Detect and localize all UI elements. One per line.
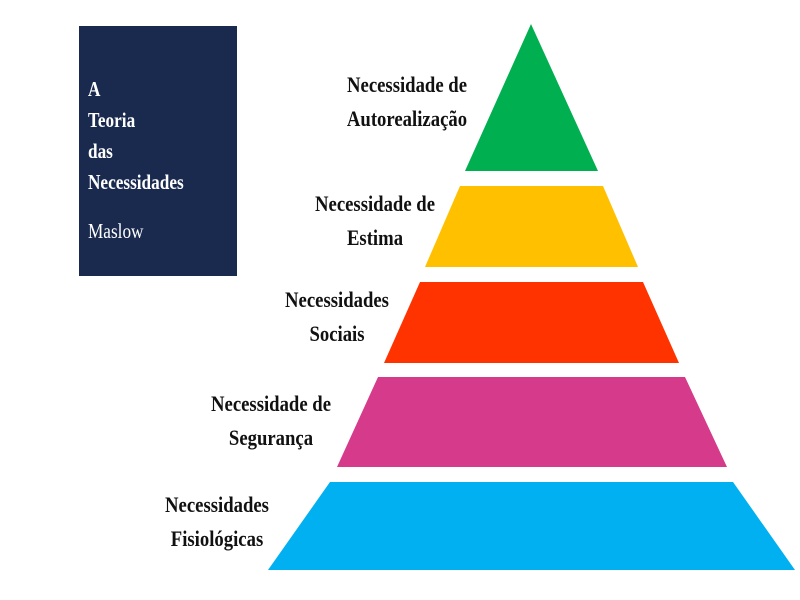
pyramid-level-physiological: [268, 482, 795, 570]
label-safety-line-2: Segurança: [228, 425, 314, 450]
title-subtitle: Maslow: [88, 219, 144, 243]
label-physiological-line-1: Necessidades: [165, 492, 269, 517]
label-safety-line-1: Necessidade de: [211, 391, 331, 416]
label-esteem-line-1: Necessidade de: [315, 191, 435, 216]
title-line-1: A: [88, 77, 101, 101]
label-physiological-line-2: Fisiológicas: [170, 526, 264, 551]
title-line-3: das: [88, 139, 113, 163]
title-line-4: Necessidades: [88, 170, 184, 194]
label-social: Necessidades Sociais: [217, 283, 457, 351]
pyramid-level-self-actualization: [465, 24, 598, 171]
pyramid-level-esteem: [425, 186, 638, 267]
pyramid-level-social: [384, 282, 679, 363]
label-esteem: Necessidade de Estima: [255, 187, 495, 255]
label-social-line-1: Necessidades: [285, 287, 389, 312]
label-physiological: Necessidades Fisiológicas: [97, 488, 337, 556]
label-esteem-line-2: Estima: [346, 225, 404, 250]
label-self-actualization: Necessidade de Autorealização: [287, 68, 527, 136]
label-social-line-2: Sociais: [309, 321, 365, 346]
label-self-actualization-line-1: Necessidade de: [347, 72, 467, 97]
title-box: A Teoria das Necessidades Maslow: [79, 26, 237, 276]
label-self-actualization-line-2: Autorealização: [346, 106, 468, 131]
label-safety: Necessidade de Segurança: [151, 387, 391, 455]
title-line-2: Teoria: [88, 108, 136, 132]
pyramid-level-safety: [337, 377, 727, 467]
